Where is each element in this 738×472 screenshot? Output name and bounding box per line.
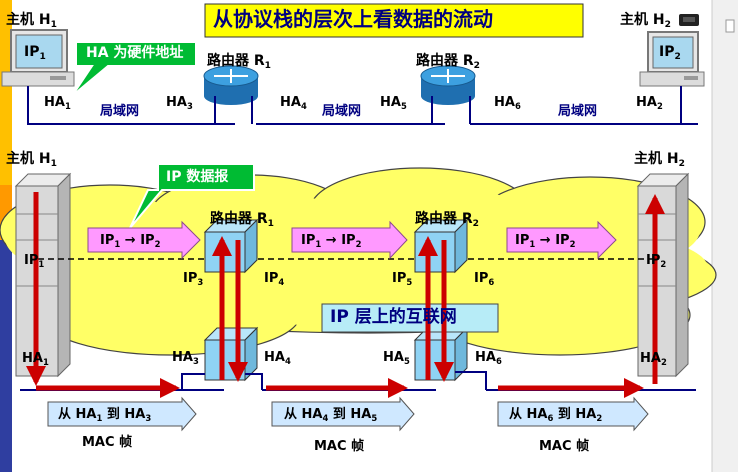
hardware-device-icon [679,14,699,26]
top-ha2-label: HA2 [636,95,663,111]
ip-flow-label-2: IP1 → IP2 [301,233,362,249]
host1-protocol-stack [14,172,72,378]
internet-label-text: IP 层上的互联网 [330,307,457,327]
router1-top-icon [203,65,259,105]
bottom-host2-ip-label: IP2 [646,253,667,269]
bottom-host1-ip-label: IP1 [24,253,45,269]
top-ip2-label: IP2 [659,44,681,62]
bottom-host1-label: 主机 H1 [6,151,57,169]
title-box [204,3,584,38]
router2-top-icon [420,65,476,105]
mac-frame-caption-1: MAC 帧 [82,435,133,450]
ip-datagram-callout-bubble [129,163,255,229]
ip4-label: IP4 [264,271,285,287]
ip5-label: IP5 [392,271,413,287]
top-ha4-label: HA4 [280,95,307,111]
ip-datagram-callout-text: IP 数据报 [166,169,229,185]
ip3-label: IP3 [183,271,204,287]
mac-frame-label-1: 从 HA1 到 HA3 [58,407,152,423]
top-lan-label-3: 局域网 [558,104,598,119]
top-ha5-label: HA5 [380,95,407,111]
top-lan-lines [27,86,698,125]
host2-computer-icon [639,31,705,87]
bottom-ha3-label: HA3 [172,350,199,366]
top-ha1-label: HA1 [44,95,71,111]
bottom-router1-label: 路由器 R1 [210,211,274,229]
ha-callout-bubble [71,41,197,97]
top-lan-label-2: 局域网 [322,104,362,119]
top-host1-label: 主机 H1 [6,12,57,30]
bottom-ha6-label: HA6 [475,350,502,366]
bottom-host2-label: 主机 H2 [634,151,685,169]
host1-computer-icon [1,29,75,87]
data-flow-arrows [26,192,665,398]
right-scroll-strip [712,0,738,472]
bottom-ha5-label: HA5 [383,350,410,366]
top-host2-label: 主机 H2 [620,12,671,30]
host2-protocol-stack [636,172,690,378]
ip-flow-arrow-shapes [87,220,617,260]
mac-frame-caption-3: MAC 帧 [539,439,590,454]
top-ha3-label: HA3 [166,95,193,111]
mac-frame-label-3: 从 HA6 到 HA2 [509,407,603,423]
top-router2-label: 路由器 R2 [416,53,480,71]
top-router1-label: 路由器 R1 [207,53,271,71]
internet-label-box [321,303,499,333]
top-ha6-label: HA6 [494,95,521,111]
left-bar-bottom [0,240,12,472]
ip6-label: IP6 [474,271,495,287]
left-bar-top [0,0,12,185]
ha-callout-text: HA 为硬件地址 [86,45,184,61]
ip-flow-label-1: IP1 → IP2 [100,233,161,249]
bottom-ha2-label: HA2 [640,351,667,367]
top-ip1-label: IP1 [24,44,46,62]
top-lan-label-1: 局域网 [100,104,140,119]
mac-frame-label-2: 从 HA4 到 HA5 [284,407,378,423]
bottom-ha1-label: HA1 [22,351,49,367]
mac-frame-arrow-shapes [47,396,649,432]
ip-flow-label-3: IP1 → IP2 [515,233,576,249]
bottom-ha4-label: HA4 [264,350,291,366]
bottom-router2-label: 路由器 R2 [415,211,479,229]
diagram-title: 从协议栈的层次上看数据的流动 [213,7,493,31]
mac-frame-caption-2: MAC 帧 [314,439,365,454]
